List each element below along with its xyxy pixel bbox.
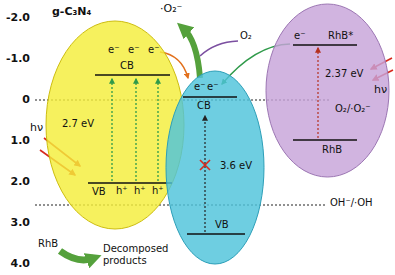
material-name: g-C₃N₄ — [52, 6, 91, 18]
potential-label: OH⁻/·OH — [330, 197, 373, 209]
axis-tick: 0 — [0, 94, 30, 106]
band-gap: 3.6 eV — [220, 160, 252, 172]
band-label: VB — [92, 186, 106, 198]
hole: h⁺ — [152, 185, 164, 197]
band-label: CB — [120, 60, 134, 72]
dye-band: e⁻ RhB* 2.37 eV RhB — [265, 3, 390, 178]
light-label: hν — [30, 122, 43, 134]
electron: e⁻ — [128, 44, 139, 56]
level-label: RhB* — [328, 30, 353, 42]
electron: e⁻ — [207, 81, 218, 93]
electron: e⁻ — [294, 30, 305, 42]
axis-tick: 4.0 — [0, 258, 30, 270]
axis-tick: -1.0 — [0, 53, 30, 65]
level-label: RhB — [322, 144, 342, 156]
band-label: VB — [215, 219, 229, 231]
hole: h⁺ — [134, 185, 146, 197]
species-label: RhB — [38, 238, 58, 250]
product-label: Decomposed products — [103, 243, 169, 267]
band-label: CB — [197, 100, 211, 112]
band-gap: 2.7 eV — [62, 118, 94, 130]
species-label: O₂ — [240, 30, 252, 42]
potential-label: O₂/·O₂⁻ — [335, 103, 371, 115]
axis-tick: 2.0 — [0, 176, 30, 188]
oxygen-line — [200, 41, 238, 56]
semiconductor-band: e⁻e⁻ CB 3.6 eV VB — [165, 70, 265, 265]
electron: e⁻ — [108, 44, 119, 56]
semiconductor-band: g-C₃N₄e⁻e⁻e⁻CB2.7 eVVBh⁺h⁺h⁺ — [45, 20, 185, 230]
light-label: hν — [374, 84, 387, 96]
hole: h⁺ — [116, 185, 128, 197]
species-label: ·O₂⁻ — [160, 3, 182, 15]
band-gap: 2.37 eV — [325, 68, 363, 80]
axis-tick: 1.0 — [0, 135, 30, 147]
degradation-arrow — [60, 251, 94, 260]
electron: e⁻ — [148, 44, 159, 56]
axis-tick: -2.0 — [0, 12, 30, 24]
axis-tick: 3.0 — [0, 217, 30, 229]
electron: e⁻ — [194, 81, 205, 93]
